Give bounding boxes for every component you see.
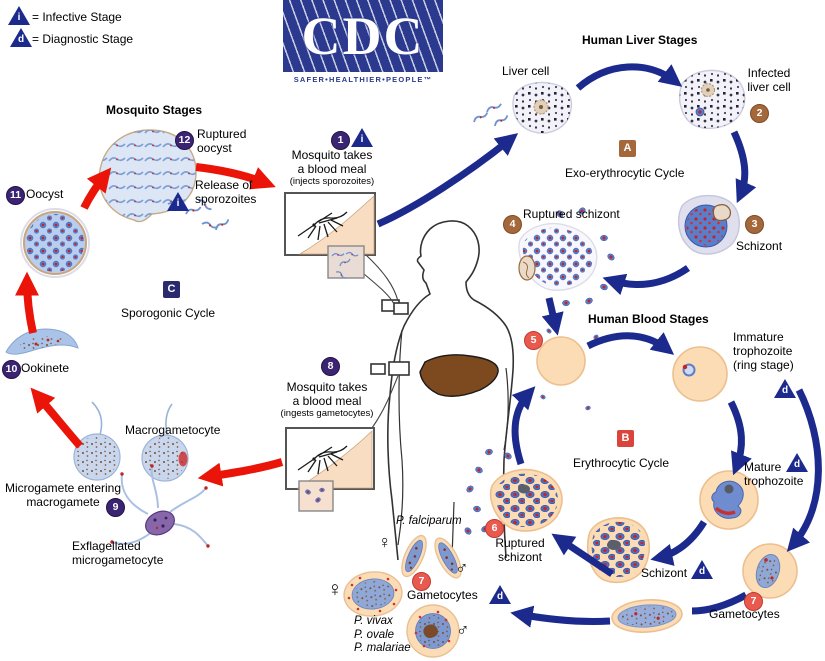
heading-human-blood-stages: Human Blood Stages (588, 312, 709, 326)
infected-liver-cell (678, 69, 746, 130)
macrogametocyte-cell (141, 403, 189, 482)
stage-badge-10: 10 (2, 360, 21, 379)
vivax-gametocyte-male (406, 604, 460, 658)
cycle-b-label: Erythrocytic Cycle (573, 456, 670, 470)
liver-cell (512, 81, 573, 134)
label-microgamete: Microgamete entering macrogamete (4, 481, 122, 510)
mosquito-bite-box-8 (285, 427, 375, 512)
label-ruptured-oocyst: Ruptured oocyst (197, 127, 247, 156)
label-mature-trophozoite: Mature trophozoite (744, 460, 804, 489)
cdc-tagline: SAFER•HEALTHIER•PEOPLE™ (293, 75, 433, 84)
label-stage8: Mosquito takes a blood meal (ingests gam… (280, 380, 374, 420)
stage-badge-11: 11 (6, 186, 25, 205)
stage-badge-7-center: 7 (412, 572, 431, 591)
stage-badge-2: 2 (750, 104, 769, 123)
exflagellated-microgametocyte-cell (110, 464, 210, 548)
male-symbol-vivax: ♂ (456, 620, 470, 640)
female-symbol-vivax: ♀ (327, 578, 343, 601)
ruptured-blood-schizont-cell (463, 447, 563, 537)
label-infected-liver-cell: Infected liver cell (747, 66, 791, 95)
blue-arrows (376, 63, 822, 628)
stage-badge-4: 4 (503, 215, 522, 234)
gametocyte-cell-7 (742, 543, 798, 599)
stage-badge-9: 9 (106, 498, 125, 517)
female-symbol-falciparum: ♀ (378, 532, 392, 552)
red-blood-cell-5 (536, 327, 600, 412)
label-release-sporozoites: Release of sporozoites (195, 178, 257, 207)
male-symbol-falciparum: ♂ (455, 558, 469, 578)
cycle-c-label: Sporogonic Cycle (121, 306, 216, 320)
label-oocyst: Oocyst (26, 187, 64, 201)
microgamete-macrogamete-cell (73, 401, 121, 481)
label-ookinete: Ookinete (21, 361, 70, 375)
cdc-logo-text: CDC (301, 6, 425, 66)
ruptured-liver-schizont-cell (518, 205, 617, 307)
label-schizont-3: Schizont (736, 239, 783, 253)
cycle-a-label: Exo-erythrocytic Cycle (565, 166, 685, 180)
stage-badge-3: 3 (745, 215, 764, 234)
ruptured-oocyst-cell (98, 129, 231, 231)
label-immature-trophozoite: Immature trophozoite (ring stage) (733, 330, 794, 373)
legend-diagnostic-label: = Diagnostic Stage (32, 32, 134, 46)
ookinete-cell (5, 328, 79, 355)
liver-icon (419, 354, 499, 397)
heading-human-liver-stages: Human Liver Stages (582, 33, 698, 47)
label-macrogametocyte: Macrogametocyte (125, 423, 221, 437)
stage-badge-7: 7 (744, 592, 763, 611)
cycle-a-badge: A (619, 140, 636, 157)
mature-trophozoite-cell (699, 470, 759, 530)
falciparum-gametocyte-female (401, 534, 427, 578)
elongated-gametocyte-cell (611, 599, 683, 633)
blood-schizont-cell (586, 517, 650, 584)
falciparum-gametocyte-male (434, 537, 462, 579)
label-species-group: P. vivax P. ovale P. malariae (354, 615, 411, 655)
cycle-b-badge: B (617, 430, 634, 447)
oocyst-cell (20, 208, 90, 278)
red-arrows (15, 163, 284, 487)
stage-badge-12: 12 (175, 131, 194, 150)
label-liver-cell: Liver cell (502, 64, 550, 78)
sporozoites-near-liver (471, 102, 510, 127)
label-p-falciparum: P. falciparum (396, 515, 462, 527)
stage-badge-6: 6 (485, 519, 504, 538)
stage-badge-1: 1 (331, 131, 350, 150)
heading-mosquito-stages: Mosquito Stages (106, 103, 203, 117)
stage-badge-8: 8 (321, 357, 340, 376)
stage-badge-5: 5 (524, 331, 543, 350)
immature-trophozoite-cell (672, 346, 728, 402)
cdc-logo: CDC (283, 0, 443, 72)
vivax-gametocyte-female (343, 571, 403, 617)
cycle-c-badge: C (163, 281, 180, 298)
label-ruptured-schizont-4: Ruptured schizont (523, 207, 620, 221)
bite-site-markers (370, 299, 410, 376)
label-exflagellated: Exflagellated microgametocyte (72, 539, 164, 568)
label-schizont-blood: Schizont (641, 566, 688, 580)
label-gametocytes-right: Gametocytes (709, 607, 780, 621)
label-gametocytes-center: Gametocytes (407, 588, 478, 602)
mosquito-bite-box-1 (284, 192, 376, 281)
legend-infective-label: = Infective Stage (32, 10, 122, 24)
label-ruptured-schizont-6: Ruptured schizont (495, 536, 545, 565)
liver-schizont-cell (677, 195, 740, 255)
label-stage1: Mosquito takes a blood meal (injects spo… (289, 148, 375, 188)
